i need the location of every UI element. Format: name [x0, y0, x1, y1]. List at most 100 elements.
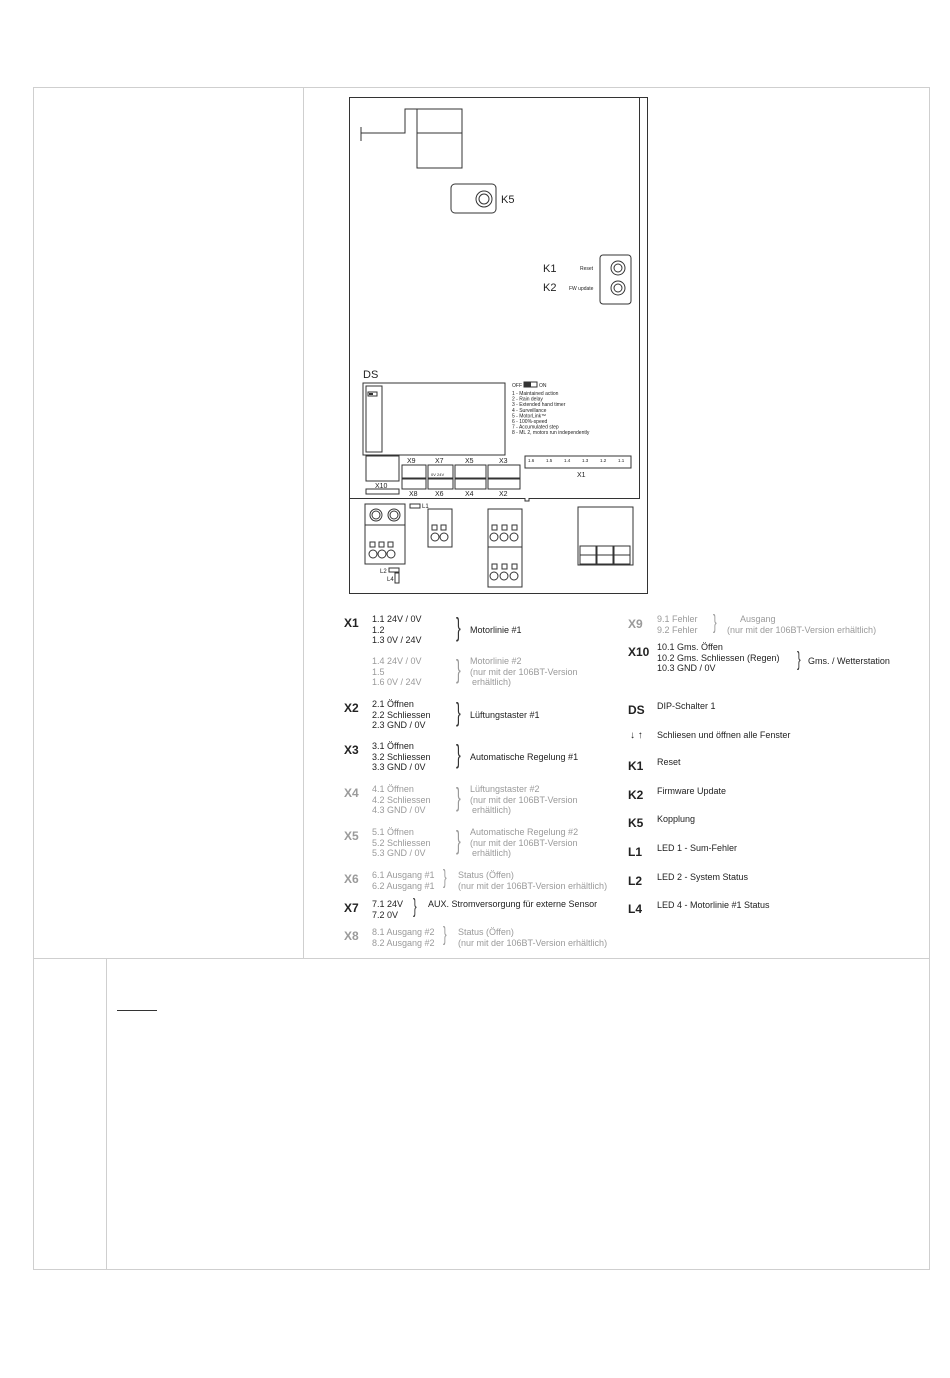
dip-item: 1 - Maintained action [512, 391, 559, 397]
x4-label: X4 [465, 491, 474, 498]
legend-line: 10.1 Gms. Öffen [657, 642, 723, 652]
legend-line: 2.3 GND / 0V [372, 720, 426, 731]
legend-code: L2 [628, 874, 643, 888]
legend-line: 8.1 Ausgang #2 [372, 927, 435, 937]
x1-pin-label: 1.3 [582, 458, 589, 463]
legend-line: 2.1 Öffnen [372, 699, 414, 709]
legend-description: (nur mit der 106BT-Version [470, 794, 578, 805]
legend-description: DIP-Schalter 1 [657, 701, 716, 711]
k1-label: K1 [543, 263, 556, 275]
dip-on: ON [539, 383, 547, 389]
x1-pin-label: 1.5 [546, 458, 553, 463]
legend-line: 1.1 24V / 0V [372, 614, 422, 624]
legend-description: Ausgang [740, 614, 776, 624]
underline-mark [117, 1010, 157, 1011]
legend-code: DS [628, 703, 645, 717]
legend-line: 6.1 Ausgang #1 [372, 870, 435, 880]
legend-code: K2 [628, 788, 644, 802]
legend-brace: } [456, 697, 461, 727]
legend-line: 1.4 24V / 0V [372, 656, 422, 666]
legend-line: 10.3 GND / 0V [657, 663, 716, 674]
legend-line: 5.1 Öffnen [372, 827, 414, 837]
legend-description: Status (Öffen) [458, 927, 514, 937]
legend-description: LED 2 - System Status [657, 872, 749, 882]
x1-pin-label: 1.4 [564, 458, 571, 463]
legend-description: Gms. / Wetterstation [808, 656, 890, 666]
control-board-diagram: K5 K1 Reset K2 FW update DS OFF ON 1 - M… [349, 97, 648, 594]
x6-label: X6 [435, 491, 444, 498]
legend-line: 3.3 GND / 0V [372, 762, 426, 773]
k1-reset-text: Reset [580, 266, 594, 272]
legend-description: (nur mit der 106BT-Version [470, 837, 578, 848]
legend-brace: } [797, 649, 801, 671]
legend-description: Lüftungstaster #2 [470, 784, 540, 794]
legend-brace: } [456, 739, 461, 769]
x8-label: X8 [409, 491, 418, 498]
legend-code: X6 [344, 872, 359, 886]
legend-line: 1.6 0V / 24V [372, 677, 422, 688]
legend-code: X7 [344, 901, 359, 915]
board-svg: K5 K1 Reset K2 FW update DS OFF ON 1 - M… [349, 97, 648, 594]
table-frame [33, 87, 930, 1270]
legend-code: K1 [628, 759, 644, 773]
dip-item: 5 - MotorLink™ [512, 413, 546, 419]
x3-label: X3 [499, 458, 508, 465]
table-row-divider [33, 958, 930, 959]
close-open-arrows-icon: ↓ ↑ [630, 730, 643, 741]
legend-description: Status (Öffen) [458, 870, 514, 880]
legend-description: Automatische Regelung #1 [470, 752, 579, 762]
legend-code: X1 [344, 616, 359, 630]
legend-description: Firmware Update [657, 786, 727, 796]
legend-description: Reset [657, 757, 681, 767]
legend-code: X3 [344, 743, 359, 757]
x9-label: X9 [407, 458, 416, 465]
k2-label: K2 [543, 282, 556, 294]
legend-line: 7.1 24V [372, 899, 404, 909]
legend-brace: } [443, 867, 447, 889]
x2-label: X2 [499, 491, 508, 498]
dip-item: 7 - Accumulated step [512, 425, 559, 431]
legend-line: 1.3 0V / 24V [372, 635, 422, 646]
legend-code: X8 [344, 929, 359, 943]
x1-pin-label: 1.1 [618, 458, 625, 463]
legend-brace: } [456, 782, 461, 812]
l1-label: L1 [422, 504, 429, 510]
legend-brace: } [713, 612, 717, 634]
legend-description: erhältlich) [472, 677, 512, 688]
legend-code: X5 [344, 829, 359, 843]
legend-description: erhältlich) [472, 848, 512, 859]
legend-code: X4 [344, 786, 359, 800]
legend-description: (nur mit der 106BT-Version erhältlich) [458, 880, 608, 891]
k5-label: K5 [501, 194, 514, 206]
dip-item: 4 - Surveillance [512, 408, 547, 414]
legend-description: Automatische Regelung #2 [470, 827, 579, 837]
legend-line: 9.1 Fehler [657, 614, 698, 624]
legend-line: 10.2 Gms. Schliessen (Regen) [657, 652, 780, 663]
legend-brace: } [456, 612, 461, 642]
l2-label: L2 [380, 569, 387, 575]
legend-line: 5.2 Schliessen [372, 837, 431, 848]
x1-pin-label: 1.2 [600, 458, 607, 463]
legend-line: 7.2 0V [372, 909, 399, 920]
legend-line: 3.2 Schliessen [372, 751, 431, 762]
legend-line: 4.3 GND / 0V [372, 805, 426, 816]
x10-label: X10 [375, 483, 388, 490]
x1-label: X1 [577, 472, 586, 479]
legend-brace: } [456, 825, 461, 855]
legend-line: 8.2 Ausgang #2 [372, 937, 435, 948]
legend-code: X2 [344, 701, 359, 715]
legend-code: L4 [628, 902, 643, 916]
legend-line: 9.2 Fehler [657, 624, 698, 635]
legend-description: (nur mit der 106BT-Version erhältlich) [727, 624, 877, 635]
dip-item: 3 - Extended hand timer [512, 402, 566, 408]
legend-description: Lüftungstaster #1 [470, 710, 540, 720]
legend-line: 1.5 [372, 666, 385, 677]
legend-description: (nur mit der 106BT-Version [470, 666, 578, 677]
legend-description: Kopplung [657, 814, 696, 824]
l4-label: L4 [387, 577, 394, 583]
legend-brace: } [456, 654, 461, 684]
ds-label: DS [363, 369, 378, 381]
legend-line: 3.1 Öffnen [372, 741, 414, 751]
